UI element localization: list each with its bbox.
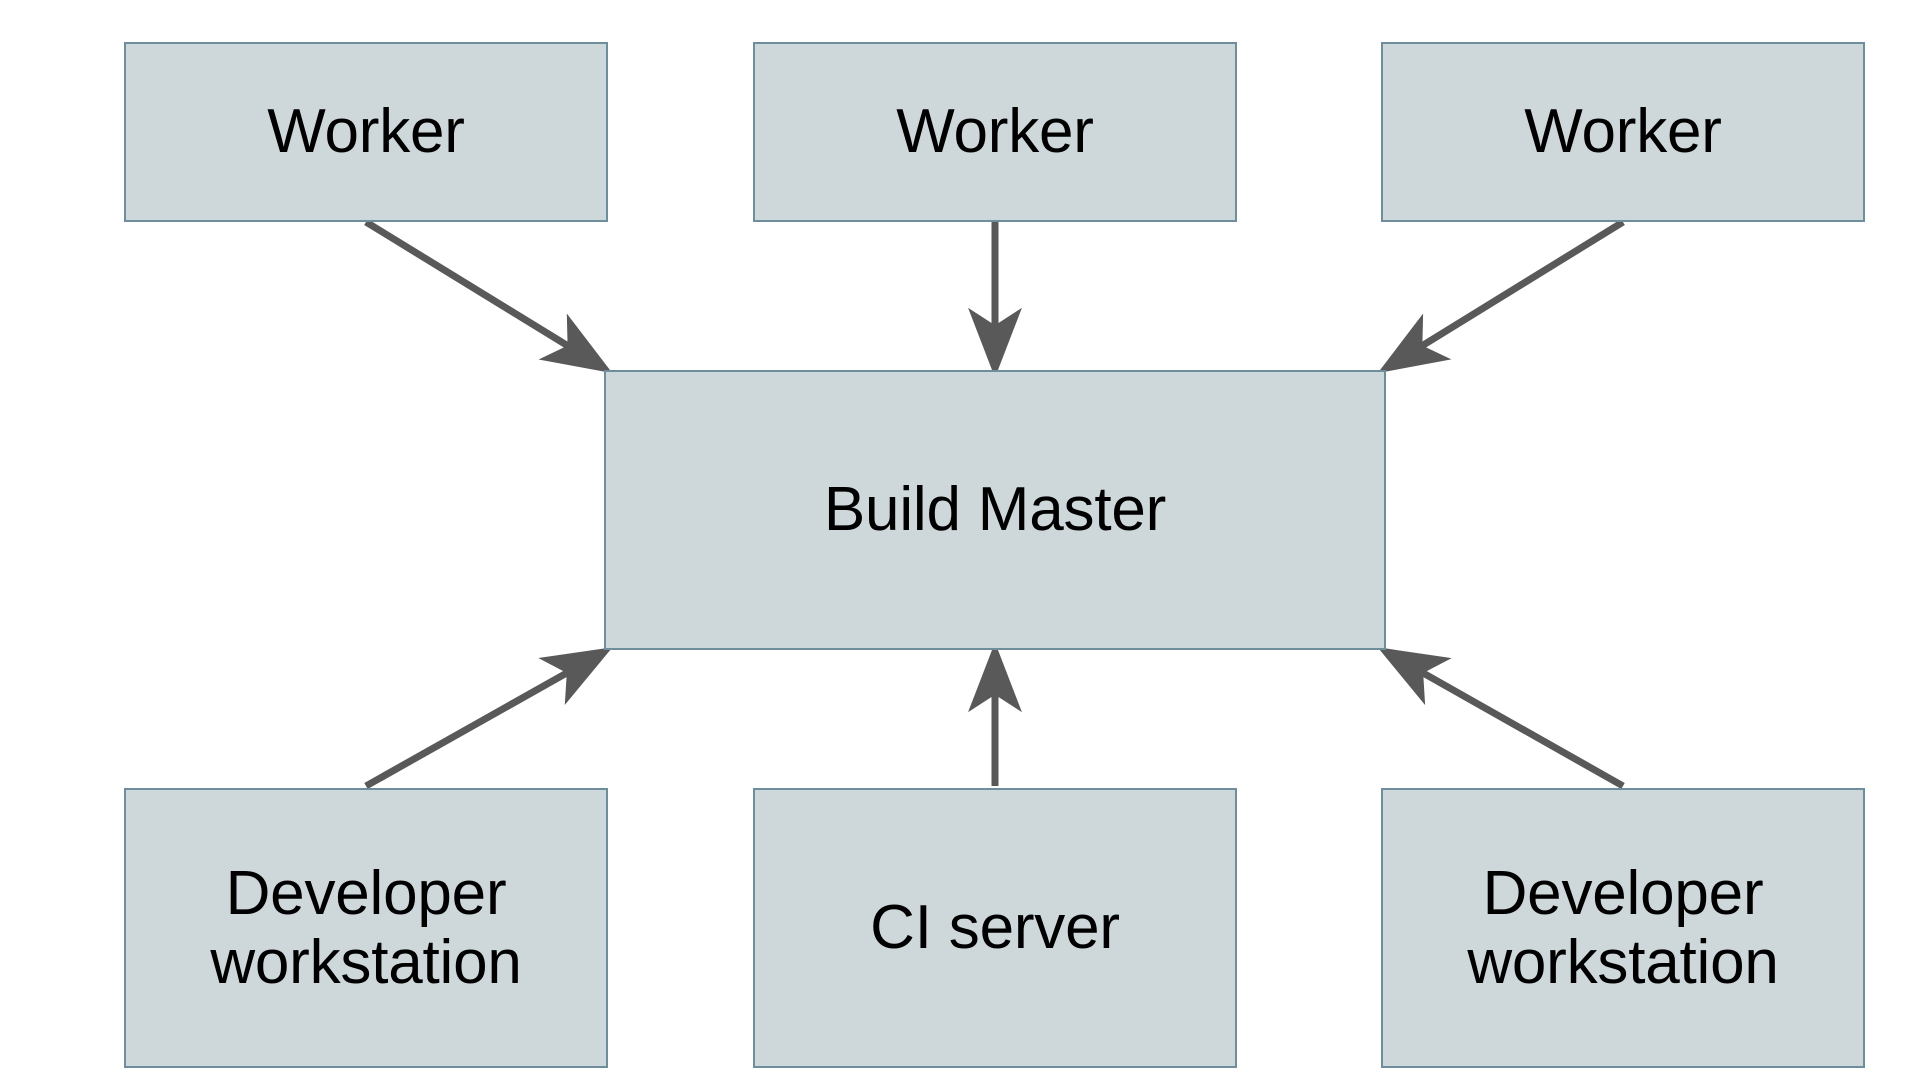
node-ci-server-label: CI server — [870, 893, 1120, 963]
node-ci-server[interactable]: CI server — [753, 788, 1237, 1068]
edge-worker1-to-master — [364, 219, 613, 374]
node-developer-workstation-right-label: Developer workstation — [1467, 858, 1779, 997]
node-developer-workstation-left[interactable]: Developer workstation — [124, 788, 608, 1068]
edge-devleft-to-master — [364, 647, 613, 790]
node-build-master[interactable]: Build Master — [604, 370, 1386, 650]
node-worker-1-label: Worker — [267, 97, 465, 167]
node-worker-1[interactable]: Worker — [124, 42, 608, 222]
node-worker-3[interactable]: Worker — [1381, 42, 1865, 222]
node-build-master-label: Build Master — [823, 475, 1167, 545]
node-worker-3-label: Worker — [1524, 97, 1722, 167]
node-worker-2[interactable]: Worker — [753, 42, 1237, 222]
node-developer-workstation-right[interactable]: Developer workstation — [1381, 788, 1865, 1068]
edge-worker3-to-master — [1377, 219, 1625, 374]
node-worker-2-label: Worker — [896, 97, 1094, 167]
edge-devright-to-master — [1377, 647, 1625, 790]
node-developer-workstation-left-label: Developer workstation — [210, 858, 522, 997]
